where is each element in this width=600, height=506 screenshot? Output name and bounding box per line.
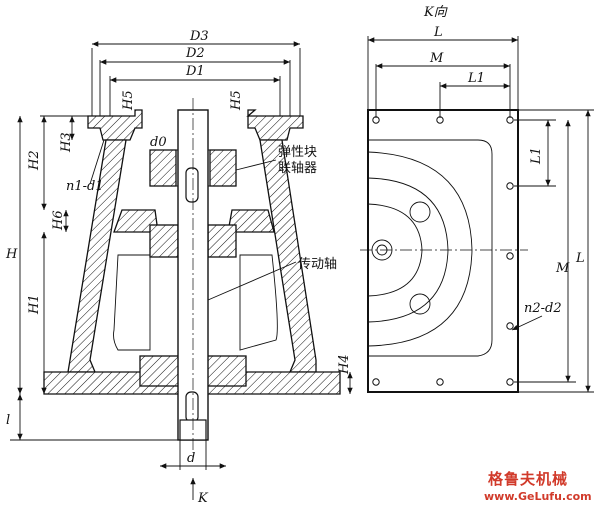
annotation-coupling-1: 弹性块 bbox=[278, 145, 317, 160]
upper-bearing-right bbox=[207, 224, 237, 258]
label-H5-left: H5 bbox=[121, 90, 136, 111]
label-H1: H1 bbox=[27, 294, 42, 315]
base-plate bbox=[367, 109, 519, 393]
mount-hole-upper bbox=[409, 201, 431, 223]
view-title: K向 bbox=[423, 5, 448, 20]
coupling-right bbox=[209, 149, 237, 187]
label-K: K bbox=[197, 491, 209, 506]
top-flange-left bbox=[87, 109, 143, 141]
watermark: 格鲁夫机械 www.GeLufu.com bbox=[484, 470, 592, 503]
label-D1: D1 bbox=[185, 64, 205, 79]
label-H5-right: H5 bbox=[229, 90, 244, 111]
label-M-right: M bbox=[555, 261, 570, 276]
label-L-right: L bbox=[575, 251, 585, 266]
housing-wall-left bbox=[67, 139, 127, 373]
label-L1-right: L1 bbox=[529, 147, 544, 165]
label-d0: d0 bbox=[150, 135, 167, 150]
label-n1-d1: n1-d1 bbox=[66, 179, 104, 194]
label-L-top: L bbox=[433, 25, 443, 40]
label-l: l bbox=[6, 413, 10, 428]
label-d: d bbox=[187, 451, 195, 466]
label-M-top: M bbox=[429, 51, 444, 66]
label-n2-d2: n2-d2 bbox=[524, 301, 562, 316]
coupling-left bbox=[149, 149, 177, 187]
label-H4: H4 bbox=[337, 354, 352, 375]
annotation-shaft: 传动轴 bbox=[298, 257, 337, 272]
label-D3: D3 bbox=[189, 29, 209, 44]
label-L1-top: L1 bbox=[467, 71, 485, 86]
left-dimensions: D3 D2 D1 H5 H5 H3 H2 H6 H H1 H4 l d K d0 bbox=[5, 29, 353, 506]
sectional-view bbox=[40, 98, 341, 452]
label-H6: H6 bbox=[51, 210, 66, 231]
top-flange-right bbox=[246, 109, 304, 141]
watermark-url: www.GeLufu.com bbox=[484, 490, 592, 503]
watermark-cn: 格鲁夫机械 bbox=[488, 470, 568, 488]
k-view: K向 L M L1 L1 M bbox=[360, 5, 594, 393]
annotation-coupling-2: 联轴器 bbox=[278, 161, 317, 176]
base-outline bbox=[368, 139, 493, 357]
mount-hole-lower bbox=[409, 293, 431, 315]
label-H: H bbox=[5, 247, 18, 262]
label-H2: H2 bbox=[27, 150, 42, 171]
inner-cavity bbox=[113, 254, 151, 351]
upper-bearing-left bbox=[149, 224, 179, 258]
label-D2: D2 bbox=[185, 46, 205, 61]
